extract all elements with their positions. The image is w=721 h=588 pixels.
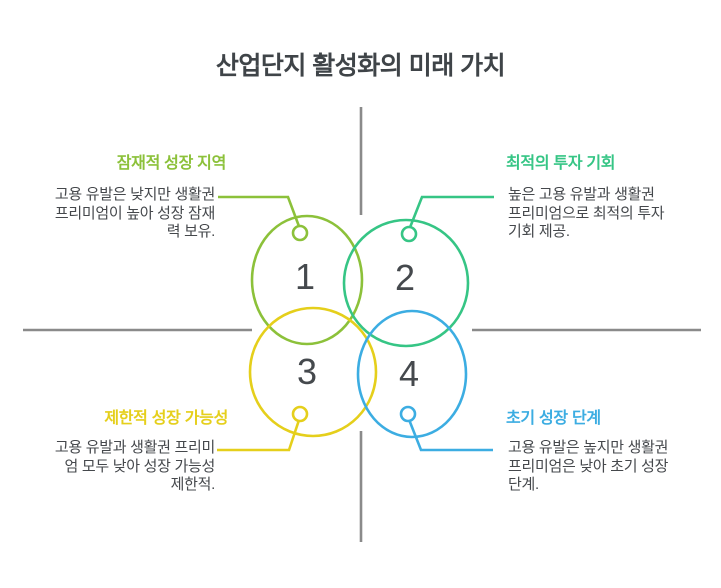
quadrant-1-connector (218, 195, 302, 230)
circle-number-4: 4 (399, 353, 419, 394)
quadrant-2-connector (407, 195, 494, 231)
description-line: 고용 유발은 낮지만 생활권 (54, 186, 215, 203)
quadrant-2-circle (342, 218, 470, 348)
description-line: 엄 모두 낮아 성장 가능성 (64, 457, 216, 475)
quadrant-3-description: 고용 유발과 생활권 프리미 엄 모두 낮아 성장 가능성 제한적. (40, 439, 215, 495)
description-line: 제한적. (170, 476, 216, 494)
quadrant-4-description: 고용 유발은 높지만 생활권 프리미엄은 낮아 초기 성장 단계. (508, 439, 708, 495)
quadrant-1-description: 고용 유발은 낮지만 생활권 프리미엄이 높아 성장 잠재 력 보유. (40, 186, 215, 242)
description-line: 프리미엄은 낮아 초기 성장 (508, 457, 669, 475)
quadrant-3-connector (217, 416, 302, 452)
quadrant-1-connector-node (291, 224, 309, 242)
quadrant-4-connector (406, 416, 493, 452)
quadrant-4-connector-node (399, 405, 417, 423)
description-line: 프리미엄이 높아 성장 잠재 (54, 204, 215, 222)
quadrant-4-label: 초기 성장 단계 (506, 410, 601, 427)
quadrant-3-label: 제한적 성장 가능성 (104, 410, 228, 427)
quadrant-3-circle (248, 306, 378, 438)
description-line: 고용 유발은 높지만 생활권 (508, 439, 669, 456)
circle-number-2: 2 (395, 257, 415, 298)
description-line: 단계. (508, 476, 539, 494)
quadrant-2-label: 최적의 투자 기회 (506, 155, 616, 172)
quadrant-1-circle (250, 214, 364, 346)
quadrant-2-description: 높은 고용 유발과 생활권 프리미엄으로 최적의 투자 기회 제공. (508, 186, 708, 242)
quadrant-3-connector-node (291, 405, 309, 423)
circle-number-3: 3 (297, 351, 317, 392)
circle-number-1: 1 (295, 256, 315, 297)
description-line: 높은 고용 유발과 생활권 (508, 186, 655, 203)
description-line: 기회 제공. (508, 223, 570, 241)
quadrant-4-circle (356, 309, 468, 439)
page-title: 산업단지 활성화의 미래 가치 (215, 52, 506, 80)
quadrant-2-connector-node (400, 225, 418, 243)
quadrant-1-label: 잠재적 성장 지역 (116, 155, 227, 172)
description-line: 력 보유. (166, 223, 216, 241)
description-line: 고용 유발과 생활권 프리미 (54, 439, 215, 456)
description-line: 프리미엄으로 최적의 투자 (508, 204, 665, 222)
